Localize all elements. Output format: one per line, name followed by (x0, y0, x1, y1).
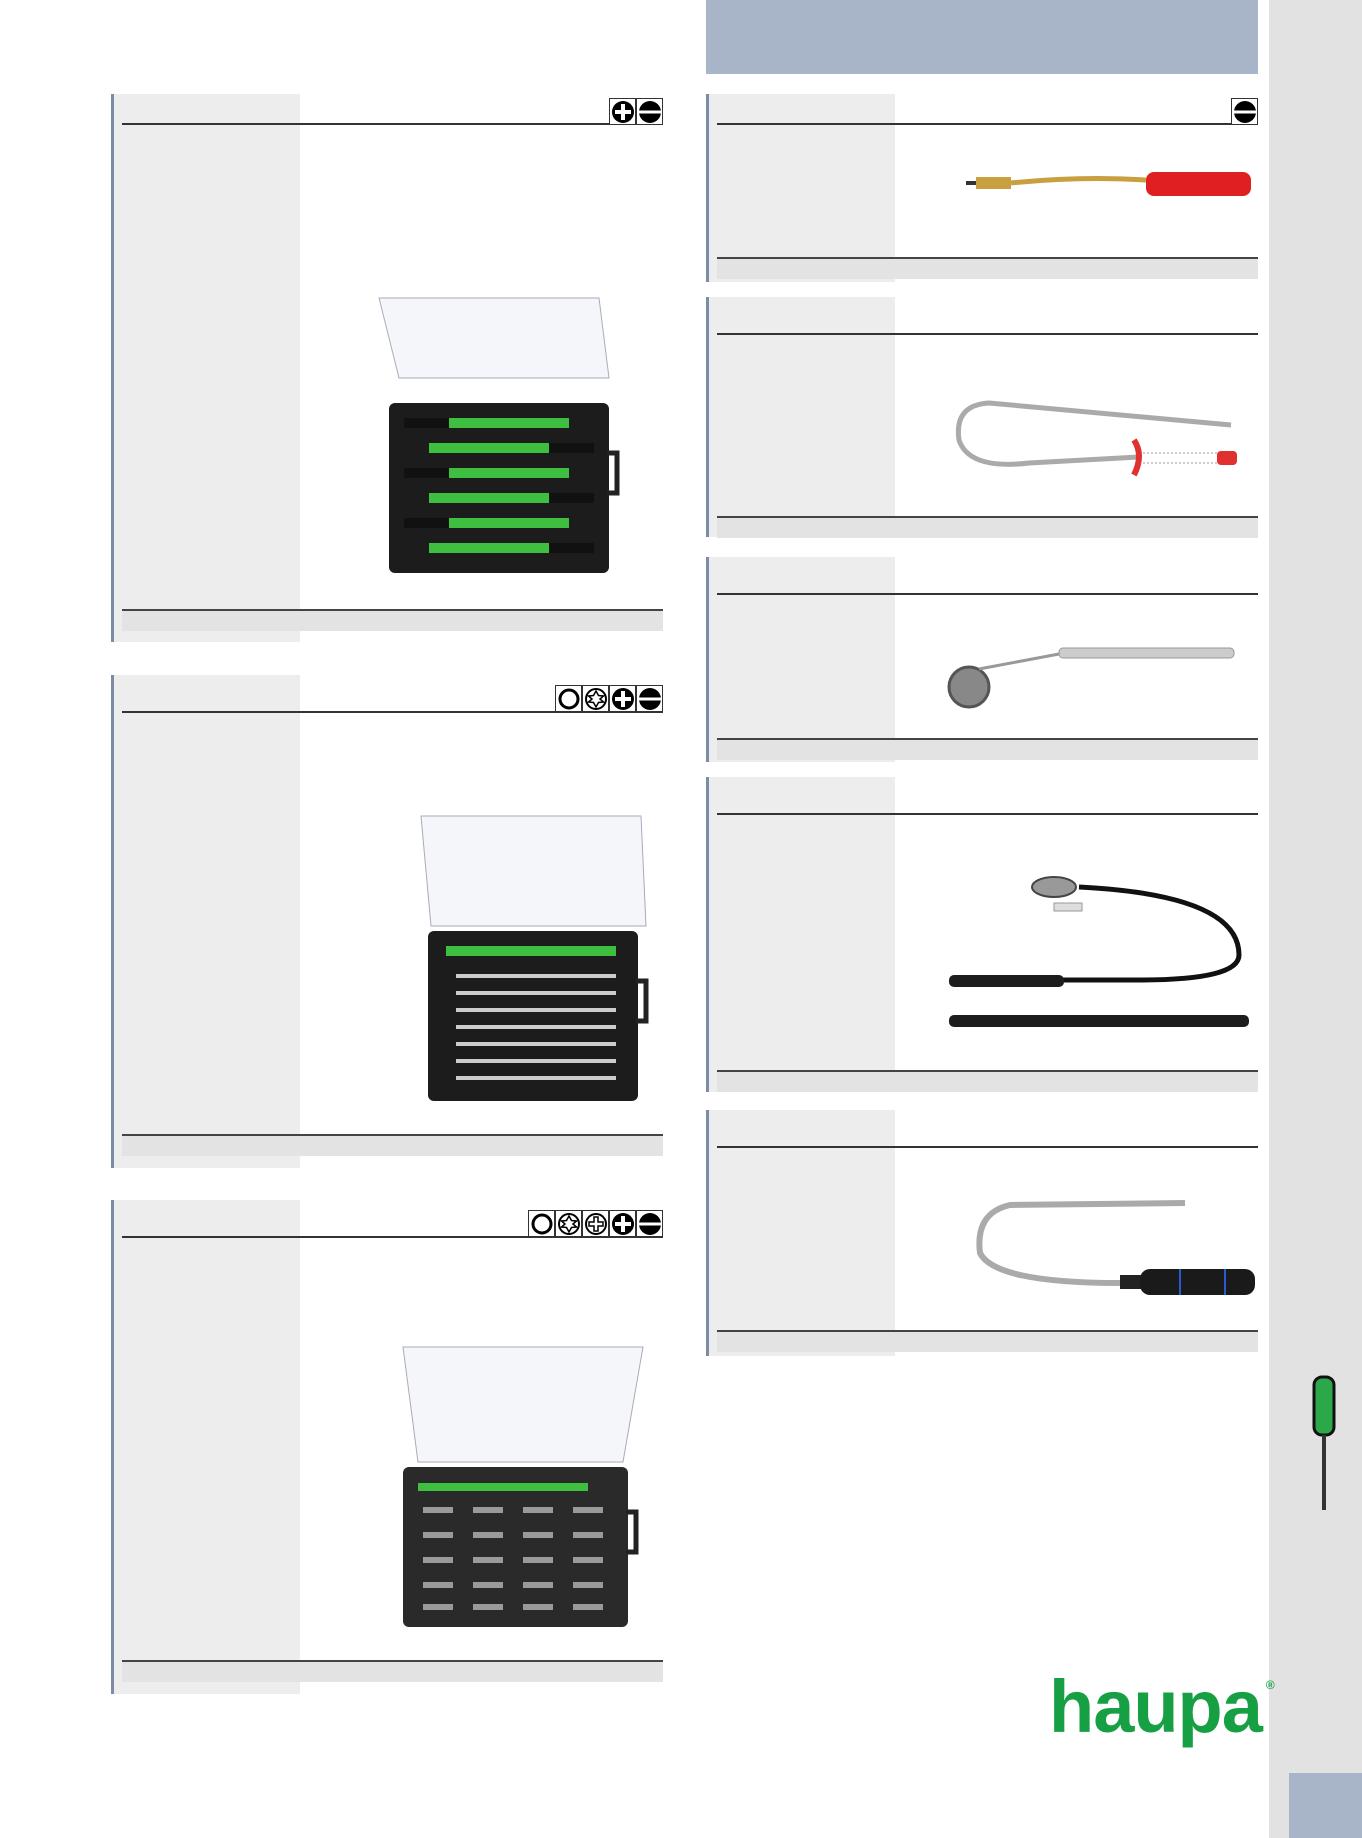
pozidriv-icon (582, 1210, 609, 1237)
registered-mark: ® (1265, 1678, 1275, 1692)
product-card-5 (706, 297, 1258, 538)
product-image-led-mirror (949, 876, 1249, 1027)
phillips-icon (609, 98, 636, 125)
drive-icons (528, 1210, 663, 1237)
slotted-icon (1231, 98, 1258, 125)
haupa-logo: haupa® (1049, 1664, 1275, 1749)
hex-icon (555, 685, 582, 712)
section-header-bar (706, 0, 1258, 74)
product-card-1 (111, 94, 663, 642)
product-image-inspection-mirror (947, 647, 1235, 709)
product-image-screwdriver-set (378, 297, 620, 573)
drive-icons (555, 685, 663, 712)
torx-icon (555, 1210, 582, 1237)
product-image-magnetic-pickup (976, 1200, 1255, 1295)
product-image-flexible-screwdriver (966, 172, 1251, 196)
product-card-8 (706, 1110, 1258, 1356)
slotted-icon (636, 685, 663, 712)
product-image-large-bit-set (402, 1346, 644, 1627)
product-card-2 (111, 675, 663, 1168)
logo-text: haupa (1049, 1665, 1263, 1748)
slotted-icon (636, 1210, 663, 1237)
phillips-icon (609, 685, 636, 712)
product-image-bit-set (420, 815, 649, 1101)
product-card-7 (706, 777, 1258, 1092)
page-side-tab (1269, 0, 1362, 1838)
phillips-icon (609, 1210, 636, 1237)
screwdriver-side-icon (1312, 1375, 1336, 1510)
product-card-6 (706, 557, 1258, 762)
slotted-icon (636, 98, 663, 125)
product-card-3 (111, 1200, 663, 1694)
product-card-4 (706, 94, 1258, 282)
product-image-pickup-tool (955, 400, 1237, 477)
torx-icon (582, 685, 609, 712)
drive-icons (609, 98, 663, 125)
hex-icon (528, 1210, 555, 1237)
drive-icons (1231, 98, 1258, 125)
page-number-box (1289, 1773, 1362, 1838)
